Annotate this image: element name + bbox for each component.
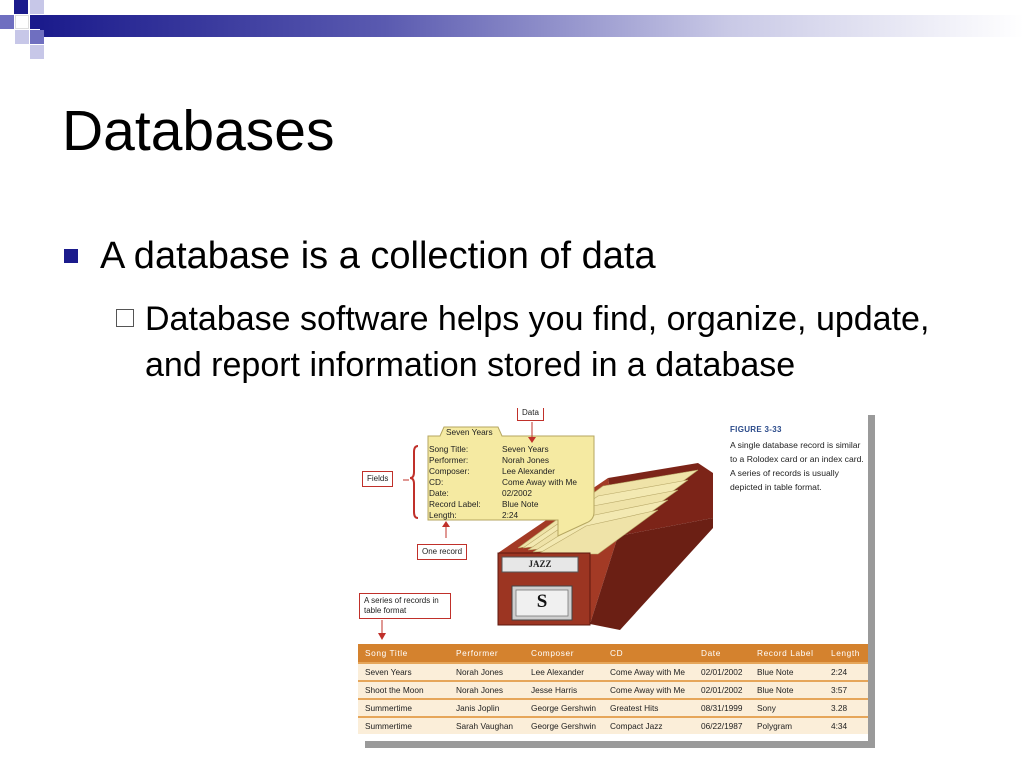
table-cell: Come Away with Me (603, 662, 694, 681)
table-cell: 2:24 (824, 662, 868, 681)
table-cell: 4:34 (824, 716, 868, 734)
bullet-square-icon (64, 249, 78, 263)
table-header-cell: Record Label (750, 644, 824, 663)
drawer-handle-inner (515, 589, 569, 617)
table-cell: 08/31/1999 (694, 698, 750, 717)
table-cell: Jesse Harris (524, 680, 603, 699)
table-header-cell: Length (824, 644, 868, 663)
table-cell: Blue Note (750, 680, 824, 699)
table-header-cell: Performer (449, 644, 524, 663)
table-cell: Polygram (750, 716, 824, 734)
callout-series: A series of records in table format (359, 593, 451, 619)
table-cell: George Gershwin (524, 716, 603, 734)
card-field-value: Blue Note (502, 499, 539, 509)
table-cell: 02/01/2002 (694, 680, 750, 699)
slide-title: Databases (62, 99, 335, 163)
drawer-letter: S (536, 591, 548, 612)
bullet-level-1: A database is a collection of data (100, 235, 656, 277)
card-field-label: Composer: (429, 466, 470, 476)
cabinet-side-inner (590, 518, 713, 630)
table-cell: George Gershwin (524, 698, 603, 717)
table-cell: Sony (750, 698, 824, 717)
card-field-value: Seven Years (502, 444, 549, 454)
card-field-label: Date: (429, 488, 449, 498)
table-cell: Seven Years (358, 662, 449, 681)
figure-illustration (378, 422, 713, 640)
table-cell: Summertime (358, 716, 449, 734)
table-cell: Janis Joplin (449, 698, 524, 717)
header-square (0, 15, 14, 29)
figure-caption-text: A single database record is similar to a… (730, 440, 864, 492)
table-cell: Come Away with Me (603, 680, 694, 699)
database-figure: FIGURE 3-33 A single database record is … (358, 408, 868, 741)
table-cell: Greatest Hits (603, 698, 694, 717)
table-header-cell: Composer (524, 644, 603, 663)
card-field-label: CD: (429, 477, 444, 487)
header-gradient-bar (40, 15, 1024, 37)
table-header-cell: CD (603, 644, 694, 663)
table-cell: 3.28 (824, 698, 868, 717)
card-field-value: Come Away with Me (502, 477, 578, 487)
bullet-hollow-square-icon (116, 309, 134, 327)
table-cell: Sarah Vaughan (449, 716, 524, 734)
drawer-label-plate (501, 556, 579, 573)
card-tab-label: Seven Years (446, 427, 493, 437)
callout-data: Data (517, 408, 544, 421)
card-field-value: Norah Jones (502, 455, 550, 465)
bullet-level-2: Database software helps you find, organi… (145, 300, 930, 384)
header-square (15, 30, 29, 44)
table-cell: Norah Jones (449, 680, 524, 699)
header-square (30, 0, 44, 14)
figure-caption-title: FIGURE 3-33 (730, 425, 782, 434)
table-cell: Shoot the Moon (358, 680, 449, 699)
drawer-label: JAZZ (528, 559, 552, 569)
callout-fields: Fields (362, 471, 394, 487)
card-field-label: Performer: (429, 455, 469, 465)
card-field-label: Length: (429, 510, 457, 520)
header-square (30, 45, 44, 59)
header-square (15, 15, 29, 29)
header-square (30, 15, 44, 29)
card-field-value: Lee Alexander (502, 466, 556, 476)
data-arrow-head (528, 437, 536, 443)
table-cell: Norah Jones (449, 662, 524, 681)
table-header-cell: Date (694, 644, 750, 663)
index-card (427, 426, 595, 537)
card-field-label: Song Title: (429, 444, 469, 454)
card-field-label: Record Label: (429, 499, 481, 509)
table-header-cell: Song Title (358, 644, 449, 663)
record-arrow-head (442, 521, 450, 527)
table-cell: 02/01/2002 (694, 662, 750, 681)
table-cell: 3:57 (824, 680, 868, 699)
series-arrow-head (378, 633, 386, 640)
callout-one-record: One record (417, 544, 468, 560)
table-cell: Compact Jazz (603, 716, 694, 734)
table-cell: Blue Note (750, 662, 824, 681)
fields-bracket (409, 445, 419, 519)
header-square (30, 30, 44, 44)
table-cell: 06/22/1987 (694, 716, 750, 734)
card-field-value: 2:24 (502, 510, 519, 520)
table-cell: Summertime (358, 698, 449, 717)
card-field-value: 02/2002 (502, 488, 532, 498)
table-cell: Lee Alexander (524, 662, 603, 681)
header-square (0, 0, 14, 14)
header-square (14, 0, 28, 14)
